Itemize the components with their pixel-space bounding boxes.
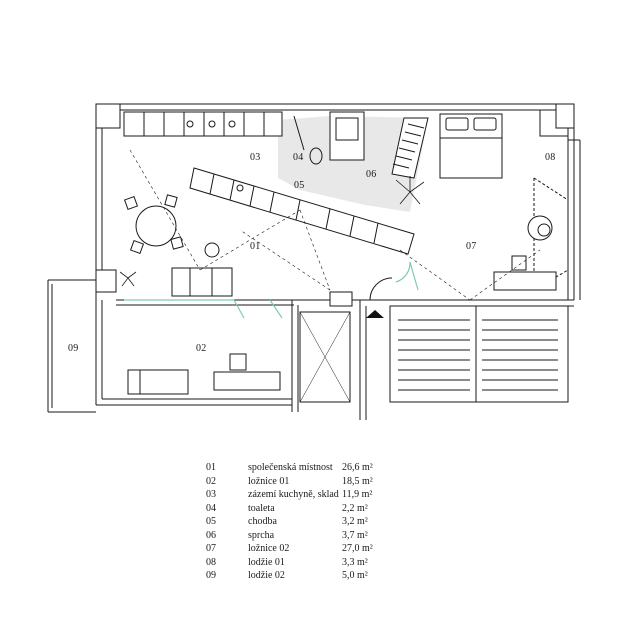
wall-pillar-left bbox=[95, 269, 117, 293]
staircase bbox=[389, 305, 569, 403]
room-legend: 01 společenská místnost 26,6 m² 02 ložnice … bbox=[206, 461, 416, 583]
partition-wall bbox=[116, 299, 340, 306]
chair-07 bbox=[511, 255, 527, 271]
room-number-06: 06 bbox=[366, 169, 377, 180]
round-table-07 bbox=[527, 215, 553, 241]
legend-name: lodžie 02 bbox=[248, 570, 285, 581]
legend-area: 5,0 m² bbox=[342, 570, 368, 581]
outer-wall-right bbox=[567, 104, 575, 300]
legend-number: 08 bbox=[206, 556, 216, 568]
legend-number: 09 bbox=[206, 570, 216, 581]
loggia-09 bbox=[47, 279, 96, 413]
legend-name: společenská místnost bbox=[248, 462, 333, 473]
legend-area: 2,2 m² bbox=[342, 502, 368, 514]
legend-row: 04 toaleta 2,2 m² bbox=[206, 502, 416, 516]
legend-name: toaleta bbox=[248, 502, 275, 514]
legend-number: 02 bbox=[206, 475, 216, 487]
round-stool bbox=[204, 242, 220, 258]
room-number-04: 04 bbox=[293, 152, 304, 163]
room-number-02: 02 bbox=[196, 343, 207, 354]
legend-row: 02 ložnice 01 18,5 m² bbox=[206, 475, 416, 489]
legend-number: 07 bbox=[206, 543, 216, 554]
partition-pillar bbox=[329, 291, 353, 307]
toilet-shower-block bbox=[293, 111, 365, 165]
kitchen-counter bbox=[123, 111, 283, 137]
outer-wall-bottom-right bbox=[390, 299, 574, 307]
legend-area: 18,5 m² bbox=[342, 475, 373, 487]
legend-row: 05 chodba 3,2 m² bbox=[206, 515, 416, 529]
legend-row: 09 lodžie 02 5,0 m² bbox=[206, 569, 416, 583]
wall-pillar-corner-right bbox=[555, 103, 575, 129]
entrance-walls bbox=[352, 299, 390, 420]
partition-wall-2 bbox=[291, 300, 299, 412]
desk-02 bbox=[213, 371, 281, 391]
room-number-08: 08 bbox=[545, 152, 556, 163]
legend-area: 3,2 m² bbox=[342, 516, 368, 527]
loggia-08 bbox=[568, 139, 581, 300]
legend-number: 05 bbox=[206, 516, 216, 527]
legend-number: 01 bbox=[206, 462, 216, 473]
plant-icon-01 bbox=[395, 176, 425, 205]
legend-number: 04 bbox=[206, 502, 216, 514]
entrance-door bbox=[369, 277, 393, 301]
legend-number: 03 bbox=[206, 489, 216, 500]
service-core-floor bbox=[278, 116, 428, 212]
outer-wall-top bbox=[96, 103, 574, 111]
wall-pillar-corner bbox=[95, 103, 121, 129]
room-number-01: 01 bbox=[250, 241, 261, 252]
outer-wall-bottom-left bbox=[96, 398, 292, 406]
legend-row: 08 lodžie 01 3,3 m² bbox=[206, 556, 416, 570]
desk-07 bbox=[493, 271, 557, 291]
floor-plan: 03 04 05 06 01 07 08 02 09 bbox=[47, 103, 581, 420]
legend-row: 01 společenská místnost 26,6 m² bbox=[206, 461, 416, 475]
wardrobe bbox=[391, 117, 429, 179]
outer-wall-left-lower bbox=[95, 290, 103, 405]
legend-number: 06 bbox=[206, 529, 216, 541]
double-bed bbox=[439, 113, 503, 179]
room-number-09: 09 bbox=[68, 343, 79, 354]
dining-set bbox=[123, 194, 184, 255]
room-number-07: 07 bbox=[466, 241, 477, 252]
legend-name: lodžie 01 bbox=[248, 556, 285, 568]
legend-area: 3,3 m² bbox=[342, 556, 368, 568]
legend-name: ložnice 02 bbox=[248, 543, 290, 554]
legend-area: 11,9 m² bbox=[342, 489, 373, 500]
sofa bbox=[171, 267, 233, 297]
entrance-arrow bbox=[366, 310, 384, 318]
legend-area: 3,7 m² bbox=[342, 529, 368, 541]
floor-plan-drawing bbox=[47, 103, 581, 420]
legend-area: 27,0 m² bbox=[342, 543, 373, 554]
legend-row: 06 sprcha 3,7 m² bbox=[206, 529, 416, 543]
room-number-05: 05 bbox=[294, 180, 305, 191]
bed-02 bbox=[127, 369, 189, 395]
plant-icon-02 bbox=[119, 271, 137, 287]
room-number-03: 03 bbox=[250, 152, 261, 163]
outer-wall-left bbox=[95, 104, 103, 270]
legend-area: 26,6 m² bbox=[342, 462, 373, 473]
legend-row: 07 ložnice 02 27,0 m² bbox=[206, 542, 416, 556]
legend-name: sprcha bbox=[248, 529, 275, 541]
legend-name: ložnice 01 bbox=[248, 475, 290, 487]
legend-name: zázemí kuchyně, sklad bbox=[248, 489, 339, 500]
chair-02 bbox=[229, 353, 247, 371]
legend-name: chodba bbox=[248, 516, 277, 527]
kitchen-island bbox=[189, 167, 415, 255]
